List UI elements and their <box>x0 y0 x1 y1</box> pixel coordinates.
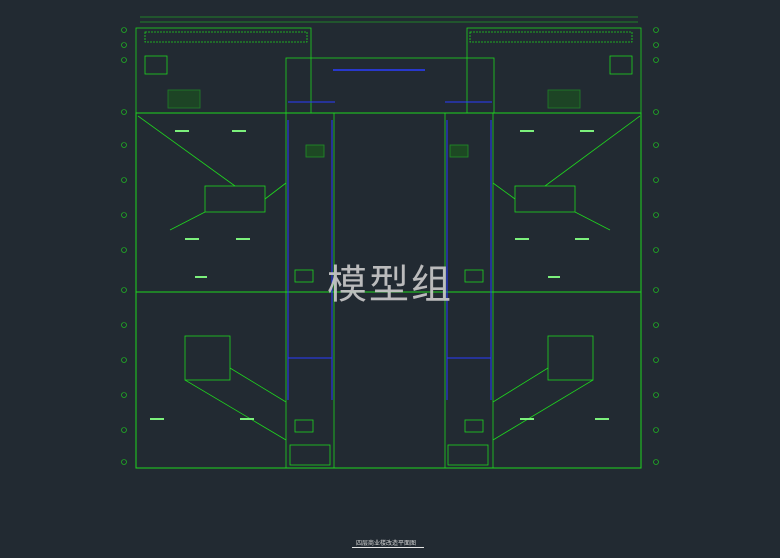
left-lower-escalator <box>184 335 287 441</box>
right-lower-escalator <box>492 335 594 441</box>
right-upper-escalator <box>492 115 641 231</box>
top-left-wing <box>135 27 312 114</box>
left-corridor <box>285 112 335 469</box>
central-connector <box>285 57 495 114</box>
watermark-text: 模型组 <box>327 262 453 308</box>
right-corridor <box>444 112 494 469</box>
title-underline <box>352 547 424 548</box>
blue-service-lines <box>287 120 492 400</box>
drawing-title: 四层商业楼改造平面图 <box>356 540 417 547</box>
annotation-marks <box>150 130 609 420</box>
top-right-wing <box>466 27 642 114</box>
grid-axis-bubbles <box>121 27 659 465</box>
left-upper-escalator <box>137 115 287 231</box>
top-dimension-lines <box>140 16 638 23</box>
